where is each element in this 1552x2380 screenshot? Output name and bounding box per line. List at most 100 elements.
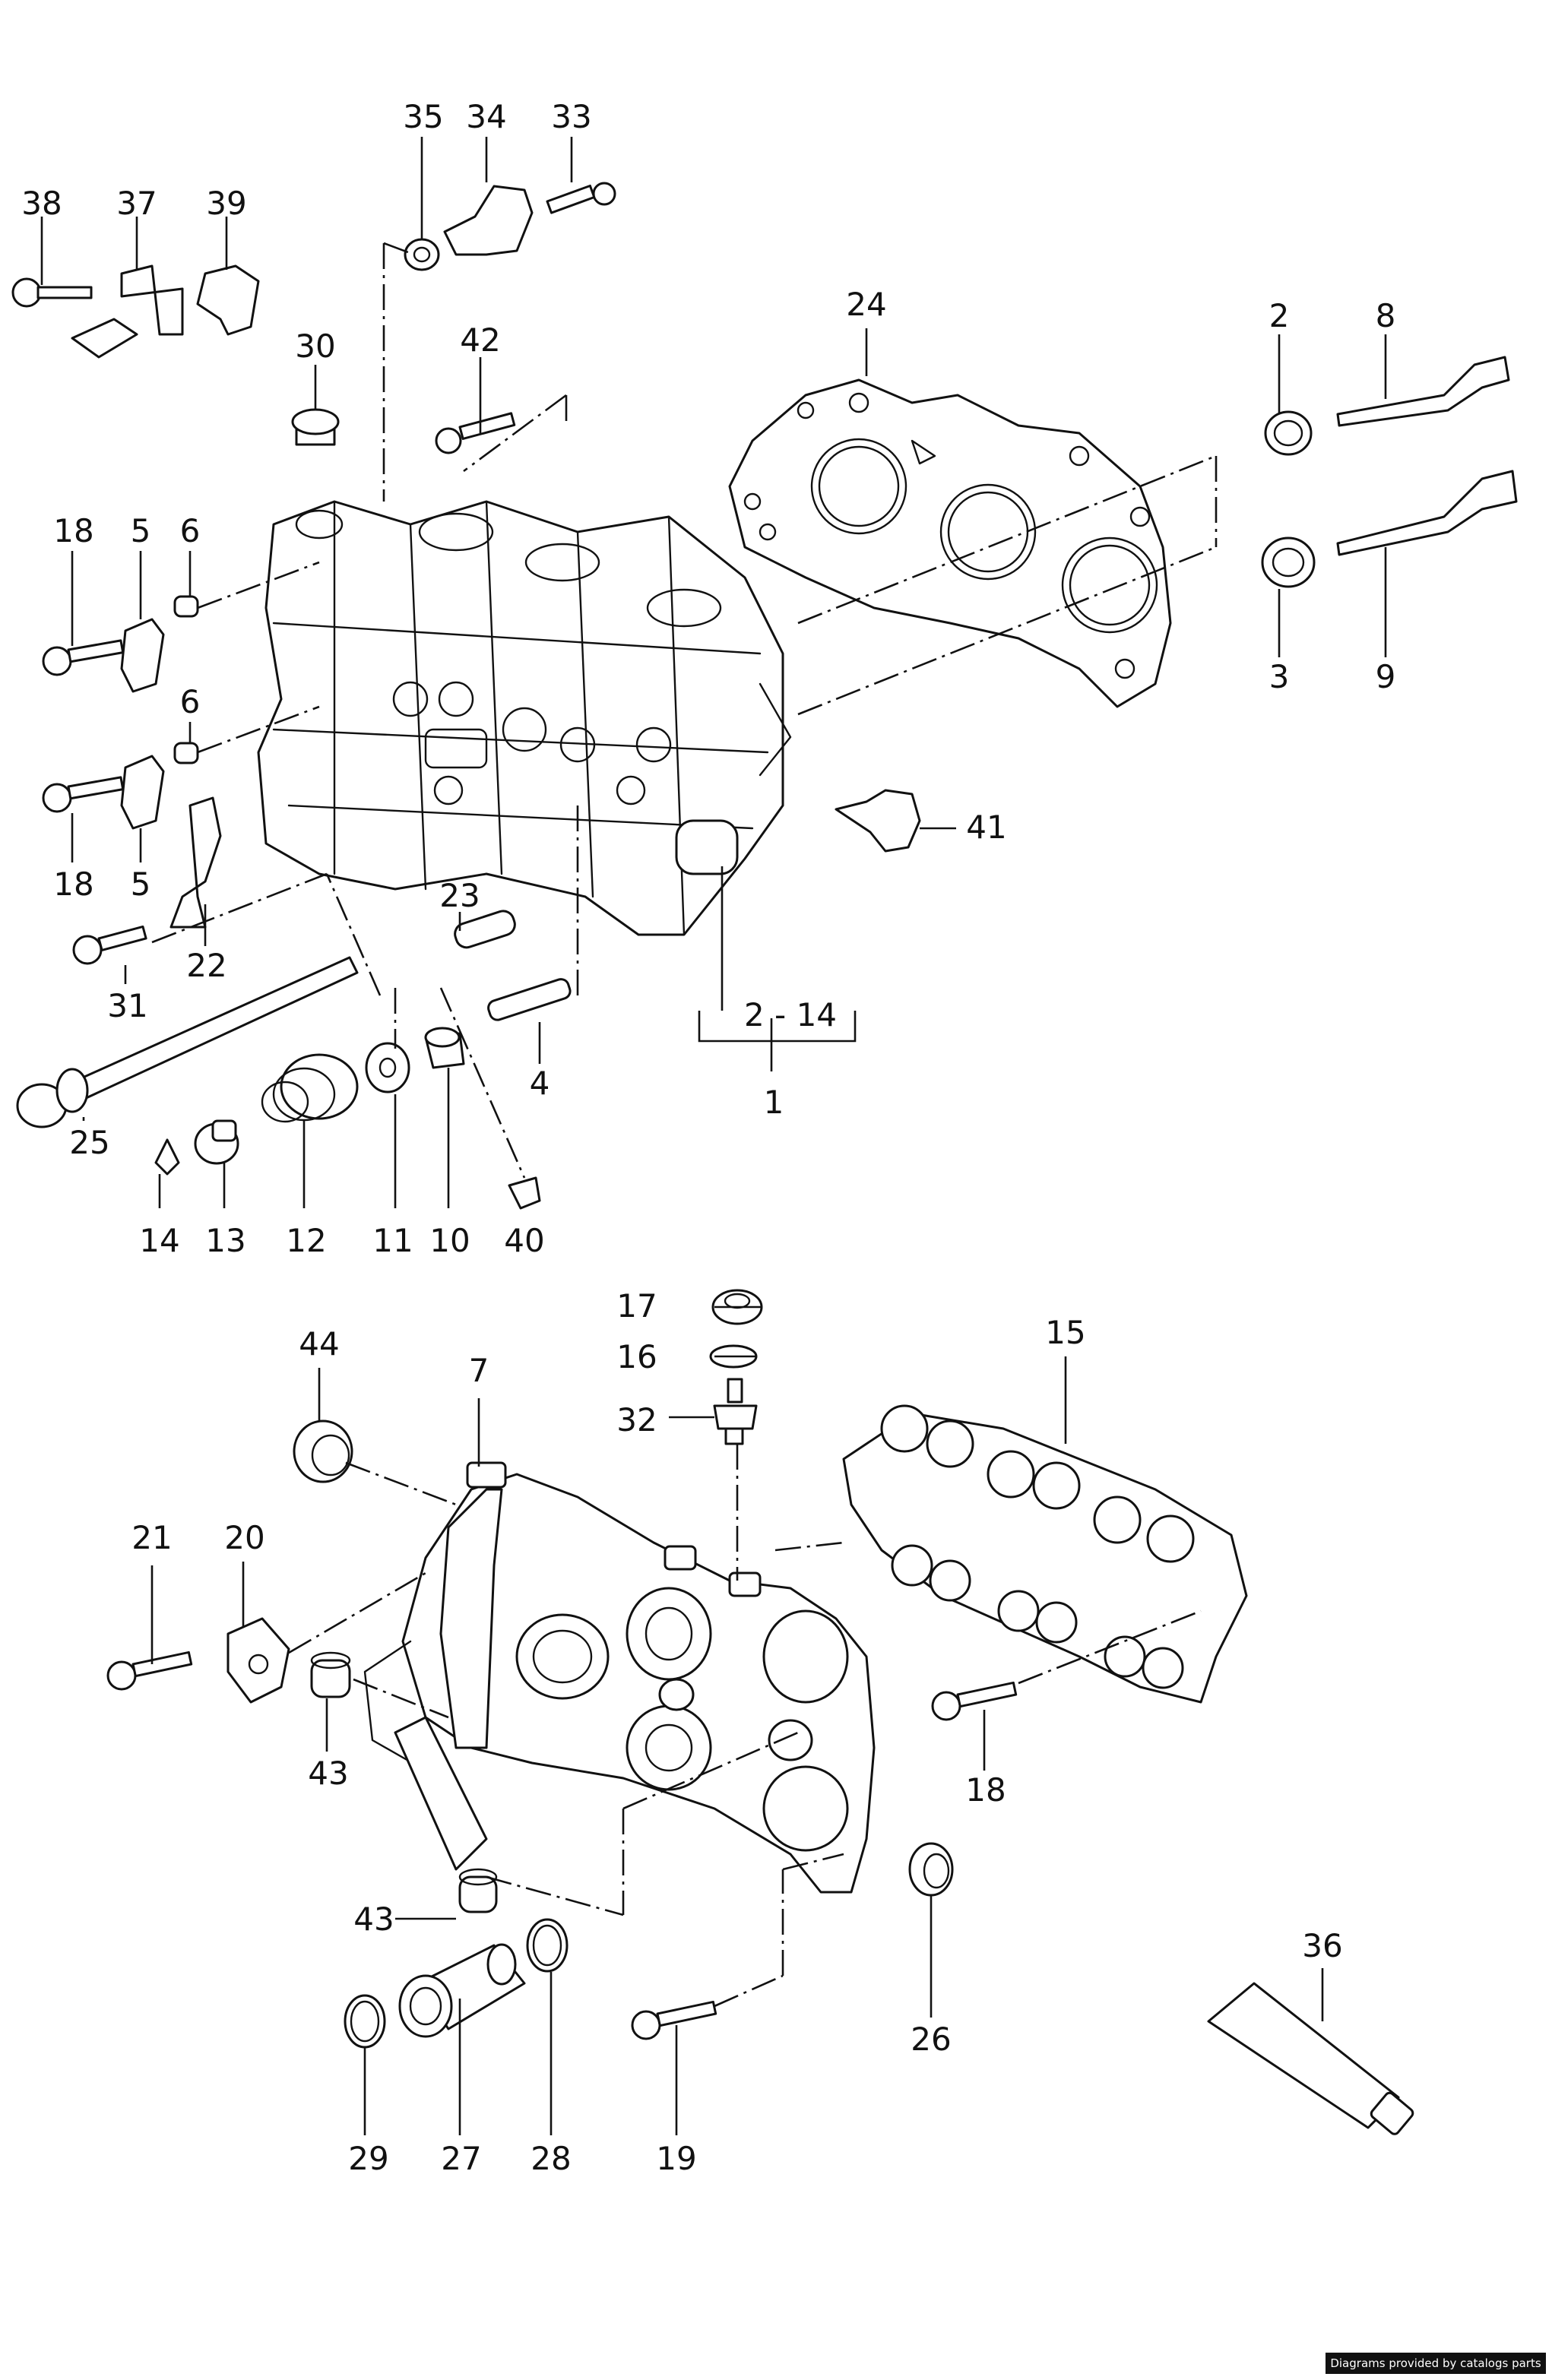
plug-screw[interactable] <box>194 1119 239 1165</box>
callout-36: 36 <box>1302 1927 1342 1964</box>
clamp-upper[interactable] <box>120 618 165 693</box>
callout-16: 16 <box>616 1338 657 1375</box>
o-ring-28[interactable] <box>526 1918 569 1973</box>
sealing-ring-sensor[interactable] <box>404 238 440 271</box>
housing-bolt[interactable] <box>631 2000 717 2040</box>
callout-6-lower: 6 <box>180 683 201 720</box>
callout-10: 10 <box>429 1222 470 1259</box>
callout-29: 29 <box>348 2140 388 2177</box>
sealing-cap[interactable] <box>291 408 340 446</box>
callout-22: 22 <box>186 947 226 984</box>
callout-24: 24 <box>846 286 886 323</box>
callout-7: 7 <box>469 1352 489 1389</box>
callout-8: 8 <box>1376 297 1396 334</box>
callout-5-upper: 5 <box>131 512 151 549</box>
sensor-bolt[interactable] <box>546 182 616 214</box>
callout-15: 15 <box>1045 1314 1085 1351</box>
callout-2-14: 2 - 14 <box>744 996 837 1033</box>
retaining-clip[interactable] <box>196 264 260 336</box>
shaft-seal[interactable] <box>908 1842 954 1897</box>
callout-28: 28 <box>531 2140 571 2177</box>
callout-27: 27 <box>441 2140 481 2177</box>
sensor-bracket[interactable] <box>835 789 921 853</box>
callout-6-upper: 6 <box>180 512 201 549</box>
callout-5-lower: 5 <box>131 866 151 903</box>
callout-34: 34 <box>466 98 506 135</box>
callout-12: 12 <box>286 1222 326 1259</box>
dowel-sleeve-lower[interactable] <box>173 742 199 764</box>
bracket-screw[interactable] <box>72 925 147 965</box>
guide-pin[interactable] <box>452 908 518 950</box>
cylinder-head[interactable] <box>257 500 792 936</box>
guide-bracket[interactable] <box>169 796 222 929</box>
callout-18-middle: 18 <box>53 866 93 903</box>
head-bolt-lower[interactable] <box>42 776 125 813</box>
diagram-credit: Diagrams provided by catalogs parts <box>1326 2353 1546 2374</box>
clamp-lower[interactable] <box>120 755 165 830</box>
callout-18-lower: 18 <box>965 1771 1006 1809</box>
callout-4: 4 <box>530 1065 550 1102</box>
manifold-bolt[interactable] <box>931 1681 1018 1721</box>
intake-valve[interactable] <box>1336 356 1510 427</box>
cylinder-head-gasket[interactable] <box>728 378 1172 708</box>
assembly-lines-upper <box>151 242 1218 1179</box>
sealant-tube[interactable] <box>1207 1982 1414 2136</box>
callout-9: 9 <box>1376 658 1396 695</box>
callout-42: 42 <box>460 321 500 359</box>
callout-37: 37 <box>116 185 157 222</box>
callout-39: 39 <box>206 185 246 222</box>
circlip[interactable] <box>154 1138 180 1176</box>
oil-pressure-sender[interactable] <box>713 1378 758 1445</box>
callout-32: 32 <box>616 1401 657 1438</box>
connecting-tube[interactable] <box>398 1943 526 2038</box>
callout-43-lower: 43 <box>353 1901 394 1938</box>
washer[interactable] <box>365 1042 410 1093</box>
leader-lines <box>40 137 1387 2135</box>
assembly-lines-lower <box>288 1444 1202 2008</box>
callout-3: 3 <box>1269 658 1290 695</box>
callout-21: 21 <box>131 1519 172 1556</box>
valve-guide[interactable] <box>1264 410 1313 456</box>
callout-23: 23 <box>439 877 480 914</box>
cover-bolt[interactable] <box>435 412 516 454</box>
callout-44: 44 <box>299 1325 339 1362</box>
callout-30: 30 <box>295 328 335 365</box>
gasket-flange[interactable] <box>226 1617 290 1704</box>
callout-40: 40 <box>504 1222 544 1259</box>
callout-19: 19 <box>656 2140 696 2177</box>
callout-labels: 35 34 33 38 37 39 30 42 24 2 8 3 9 18 5 … <box>21 98 1395 2177</box>
callout-2: 2 <box>1269 297 1290 334</box>
screw-plug-40[interactable] <box>508 1176 541 1210</box>
housing-plug[interactable] <box>293 1419 353 1483</box>
dowel-sleeve-upper[interactable] <box>173 595 199 618</box>
flange-bolt[interactable] <box>106 1650 193 1691</box>
camshaft-rod[interactable] <box>16 956 359 1128</box>
callout-25: 25 <box>69 1124 109 1161</box>
temperature-sensor[interactable] <box>443 185 534 256</box>
valve-pin[interactable] <box>486 977 572 1022</box>
spring[interactable] <box>261 1053 359 1123</box>
intake-manifold[interactable] <box>842 1404 1248 1704</box>
mounting-bracket[interactable] <box>71 264 184 359</box>
o-ring-29[interactable] <box>344 1994 386 2049</box>
callout-17: 17 <box>616 1287 657 1325</box>
callout-26: 26 <box>911 2021 951 2058</box>
head-bolt-upper[interactable] <box>42 639 125 676</box>
callout-20: 20 <box>224 1519 264 1556</box>
camshaft-housing[interactable] <box>363 1461 876 1894</box>
valve-seat[interactable] <box>1261 536 1316 588</box>
callout-14: 14 <box>139 1222 179 1259</box>
callout-38: 38 <box>21 185 62 222</box>
bracket-bolt[interactable] <box>11 277 93 308</box>
bushing-lower[interactable] <box>458 1868 498 1913</box>
callout-43-upper: 43 <box>308 1755 348 1792</box>
callout-41: 41 <box>966 809 1006 846</box>
callout-33: 33 <box>551 98 591 135</box>
callout-13: 13 <box>205 1222 245 1259</box>
callout-31: 31 <box>107 987 147 1024</box>
bushing-upper[interactable] <box>310 1651 351 1698</box>
exhaust-valve[interactable] <box>1336 470 1518 556</box>
callout-11: 11 <box>372 1222 413 1259</box>
sleeve[interactable] <box>424 1027 465 1069</box>
